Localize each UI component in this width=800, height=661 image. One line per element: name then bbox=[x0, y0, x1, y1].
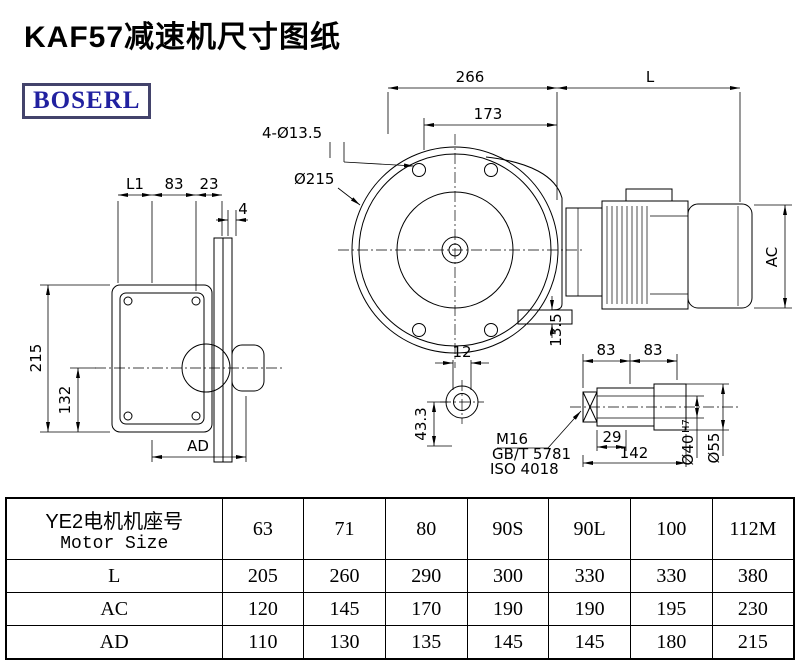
value-cell: 110 bbox=[221, 625, 305, 660]
value-cell: 380 bbox=[711, 559, 795, 593]
size-header-cell: 71 bbox=[303, 497, 386, 560]
dim-13-5-label: 13.5 bbox=[547, 313, 565, 346]
dim-left-chain: L1 83 23 4 bbox=[117, 175, 248, 291]
value-cell: 300 bbox=[466, 559, 550, 593]
dim-ac-label: AC bbox=[763, 247, 781, 267]
dimension-table: YE2电机机座号 Motor Size 63 71 80 90S 90L 100… bbox=[5, 497, 795, 660]
size-header-cell: 90S bbox=[466, 497, 550, 560]
side-view bbox=[95, 237, 285, 463]
value-cell: 130 bbox=[303, 625, 386, 660]
size-header-cell: 63 bbox=[221, 497, 305, 560]
size-header-cell: 80 bbox=[384, 497, 468, 560]
value-cell: 120 bbox=[221, 592, 305, 626]
dim-43-3-label: 43.3 bbox=[412, 407, 430, 440]
table-row-AD: AD 110 130 135 145 145 180 215 bbox=[5, 625, 795, 660]
table-header-row: YE2电机机座号 Motor Size 63 71 80 90S 90L 100… bbox=[5, 497, 795, 560]
dim-13-5: 13.5 bbox=[540, 296, 568, 347]
size-header-cell: 100 bbox=[630, 497, 713, 560]
standard-iso-label: ISO 4018 bbox=[490, 460, 559, 478]
table-row-AC: AC 120 145 170 190 190 195 230 bbox=[5, 592, 795, 626]
motor-size-header-cn: YE2电机机座号 bbox=[45, 510, 184, 533]
dim-132-label: 132 bbox=[56, 386, 74, 415]
dim-142-label: 142 bbox=[620, 444, 649, 462]
dim-shaft-83a-label: 83 bbox=[596, 341, 615, 359]
flange-dia-callout: Ø215 bbox=[294, 170, 361, 206]
dim-dia40-label: Ø40 bbox=[679, 435, 697, 466]
dimension-drawing: 266 L 173 4-Ø13.5 Ø215 AC bbox=[27, 68, 792, 478]
table-row-L: L 205 260 290 300 330 330 380 bbox=[5, 559, 795, 593]
front-view bbox=[338, 134, 582, 368]
row-label-cell: AC bbox=[5, 592, 223, 626]
value-cell: 290 bbox=[384, 559, 468, 593]
dim-29-label: 29 bbox=[602, 428, 621, 446]
size-header-cell: 112M bbox=[711, 497, 795, 560]
value-cell: 230 bbox=[711, 592, 795, 626]
motor-size-header-en: Motor Size bbox=[60, 533, 169, 554]
value-cell: 330 bbox=[548, 559, 632, 593]
motor-view bbox=[565, 188, 753, 310]
value-cell: 205 bbox=[221, 559, 305, 593]
hole-callout-label: 4-Ø13.5 bbox=[262, 124, 322, 142]
dim-4-label: 4 bbox=[238, 200, 248, 218]
thread-size-label: M16 bbox=[496, 430, 528, 448]
value-cell: 180 bbox=[630, 625, 713, 660]
value-cell: 260 bbox=[303, 559, 386, 593]
dim-L1-label: L1 bbox=[126, 175, 144, 193]
page-title: KAF57减速机尺寸图纸 bbox=[24, 21, 342, 54]
shaft-section-detail: 83 83 29 142 Ø40 H7 Ø55 bbox=[570, 341, 738, 467]
thread-note: M16 GB/T 5781 ISO 4018 bbox=[490, 410, 582, 478]
value-cell: 170 bbox=[384, 592, 468, 626]
dim-12-label: 12 bbox=[452, 343, 471, 361]
dim-266-label: 266 bbox=[456, 68, 485, 86]
flange-dia-label: Ø215 bbox=[294, 170, 334, 188]
value-cell: 195 bbox=[630, 592, 713, 626]
dim-dia40-tolerance-label: H7 bbox=[681, 419, 692, 433]
dim-top: 266 L 173 bbox=[387, 68, 741, 202]
standard-gbt-label: GB/T 5781 bbox=[492, 445, 571, 463]
dim-ad: AD bbox=[151, 396, 247, 462]
dim-dia55-label: Ø55 bbox=[705, 433, 723, 464]
dim-83-label: 83 bbox=[164, 175, 183, 193]
row-label-cell: L bbox=[5, 559, 223, 593]
value-cell: 145 bbox=[303, 592, 386, 626]
value-cell: 135 bbox=[384, 625, 468, 660]
motor-size-header-cell: YE2电机机座号 Motor Size bbox=[5, 497, 223, 560]
dim-173-label: 173 bbox=[474, 105, 503, 123]
dim-shaft-83b-label: 83 bbox=[643, 341, 662, 359]
dim-L-label: L bbox=[646, 68, 655, 86]
dim-215-label: 215 bbox=[27, 344, 45, 373]
dim-23-label: 23 bbox=[199, 175, 218, 193]
value-cell: 330 bbox=[630, 559, 713, 593]
value-cell: 190 bbox=[466, 592, 550, 626]
dim-215-132: 215 132 bbox=[27, 284, 110, 433]
brand-logo: BOSERL bbox=[22, 83, 152, 119]
dim-ad-label: AD bbox=[187, 437, 209, 455]
row-label-cell: AD bbox=[5, 625, 223, 660]
hole-callout: 4-Ø13.5 bbox=[262, 124, 415, 168]
brand-logo-text: BOSERL bbox=[33, 87, 141, 114]
size-header-cell: 90L bbox=[548, 497, 632, 560]
value-cell: 190 bbox=[548, 592, 632, 626]
value-cell: 145 bbox=[548, 625, 632, 660]
value-cell: 145 bbox=[466, 625, 550, 660]
dim-ac: AC bbox=[754, 204, 792, 309]
shaft-end-view: 12 43.3 bbox=[412, 343, 489, 447]
value-cell: 215 bbox=[711, 625, 795, 660]
